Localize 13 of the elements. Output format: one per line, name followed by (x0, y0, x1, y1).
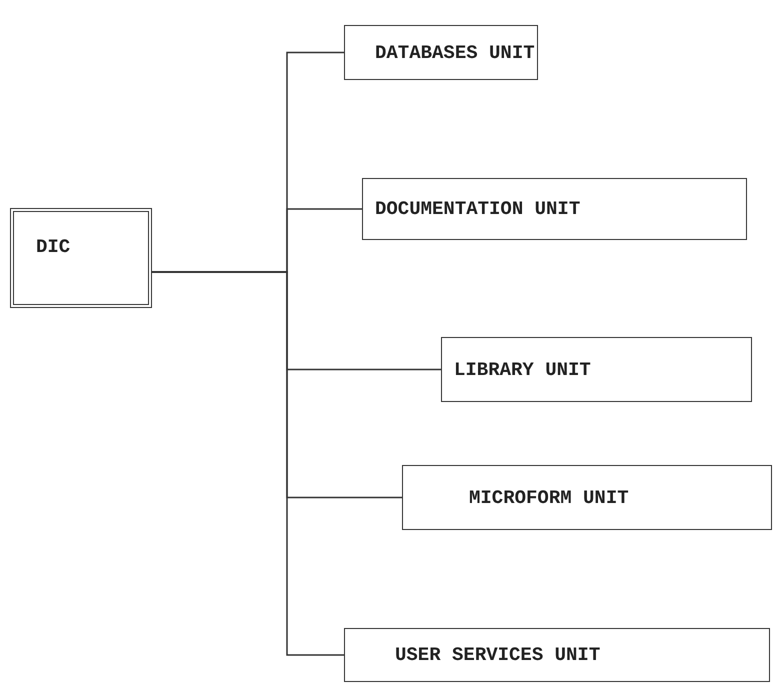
unit-box (402, 465, 772, 530)
unit-box (362, 178, 747, 240)
unit-name: DIC (36, 236, 70, 258)
unit-name: DOCUMENTATION UNIT (375, 198, 580, 220)
unit-box (344, 25, 538, 80)
unit-box (441, 337, 752, 402)
organization-box (10, 208, 152, 308)
connector-line (152, 271, 344, 656)
unit-name: USER SERVICES UNIT (395, 644, 600, 666)
unit-name: MICROFORM UNIT (469, 486, 629, 508)
unit-name: DATABASES UNIT (375, 42, 535, 64)
unit-box (344, 628, 770, 682)
unit-name: LIBRARY UNIT (454, 358, 591, 380)
